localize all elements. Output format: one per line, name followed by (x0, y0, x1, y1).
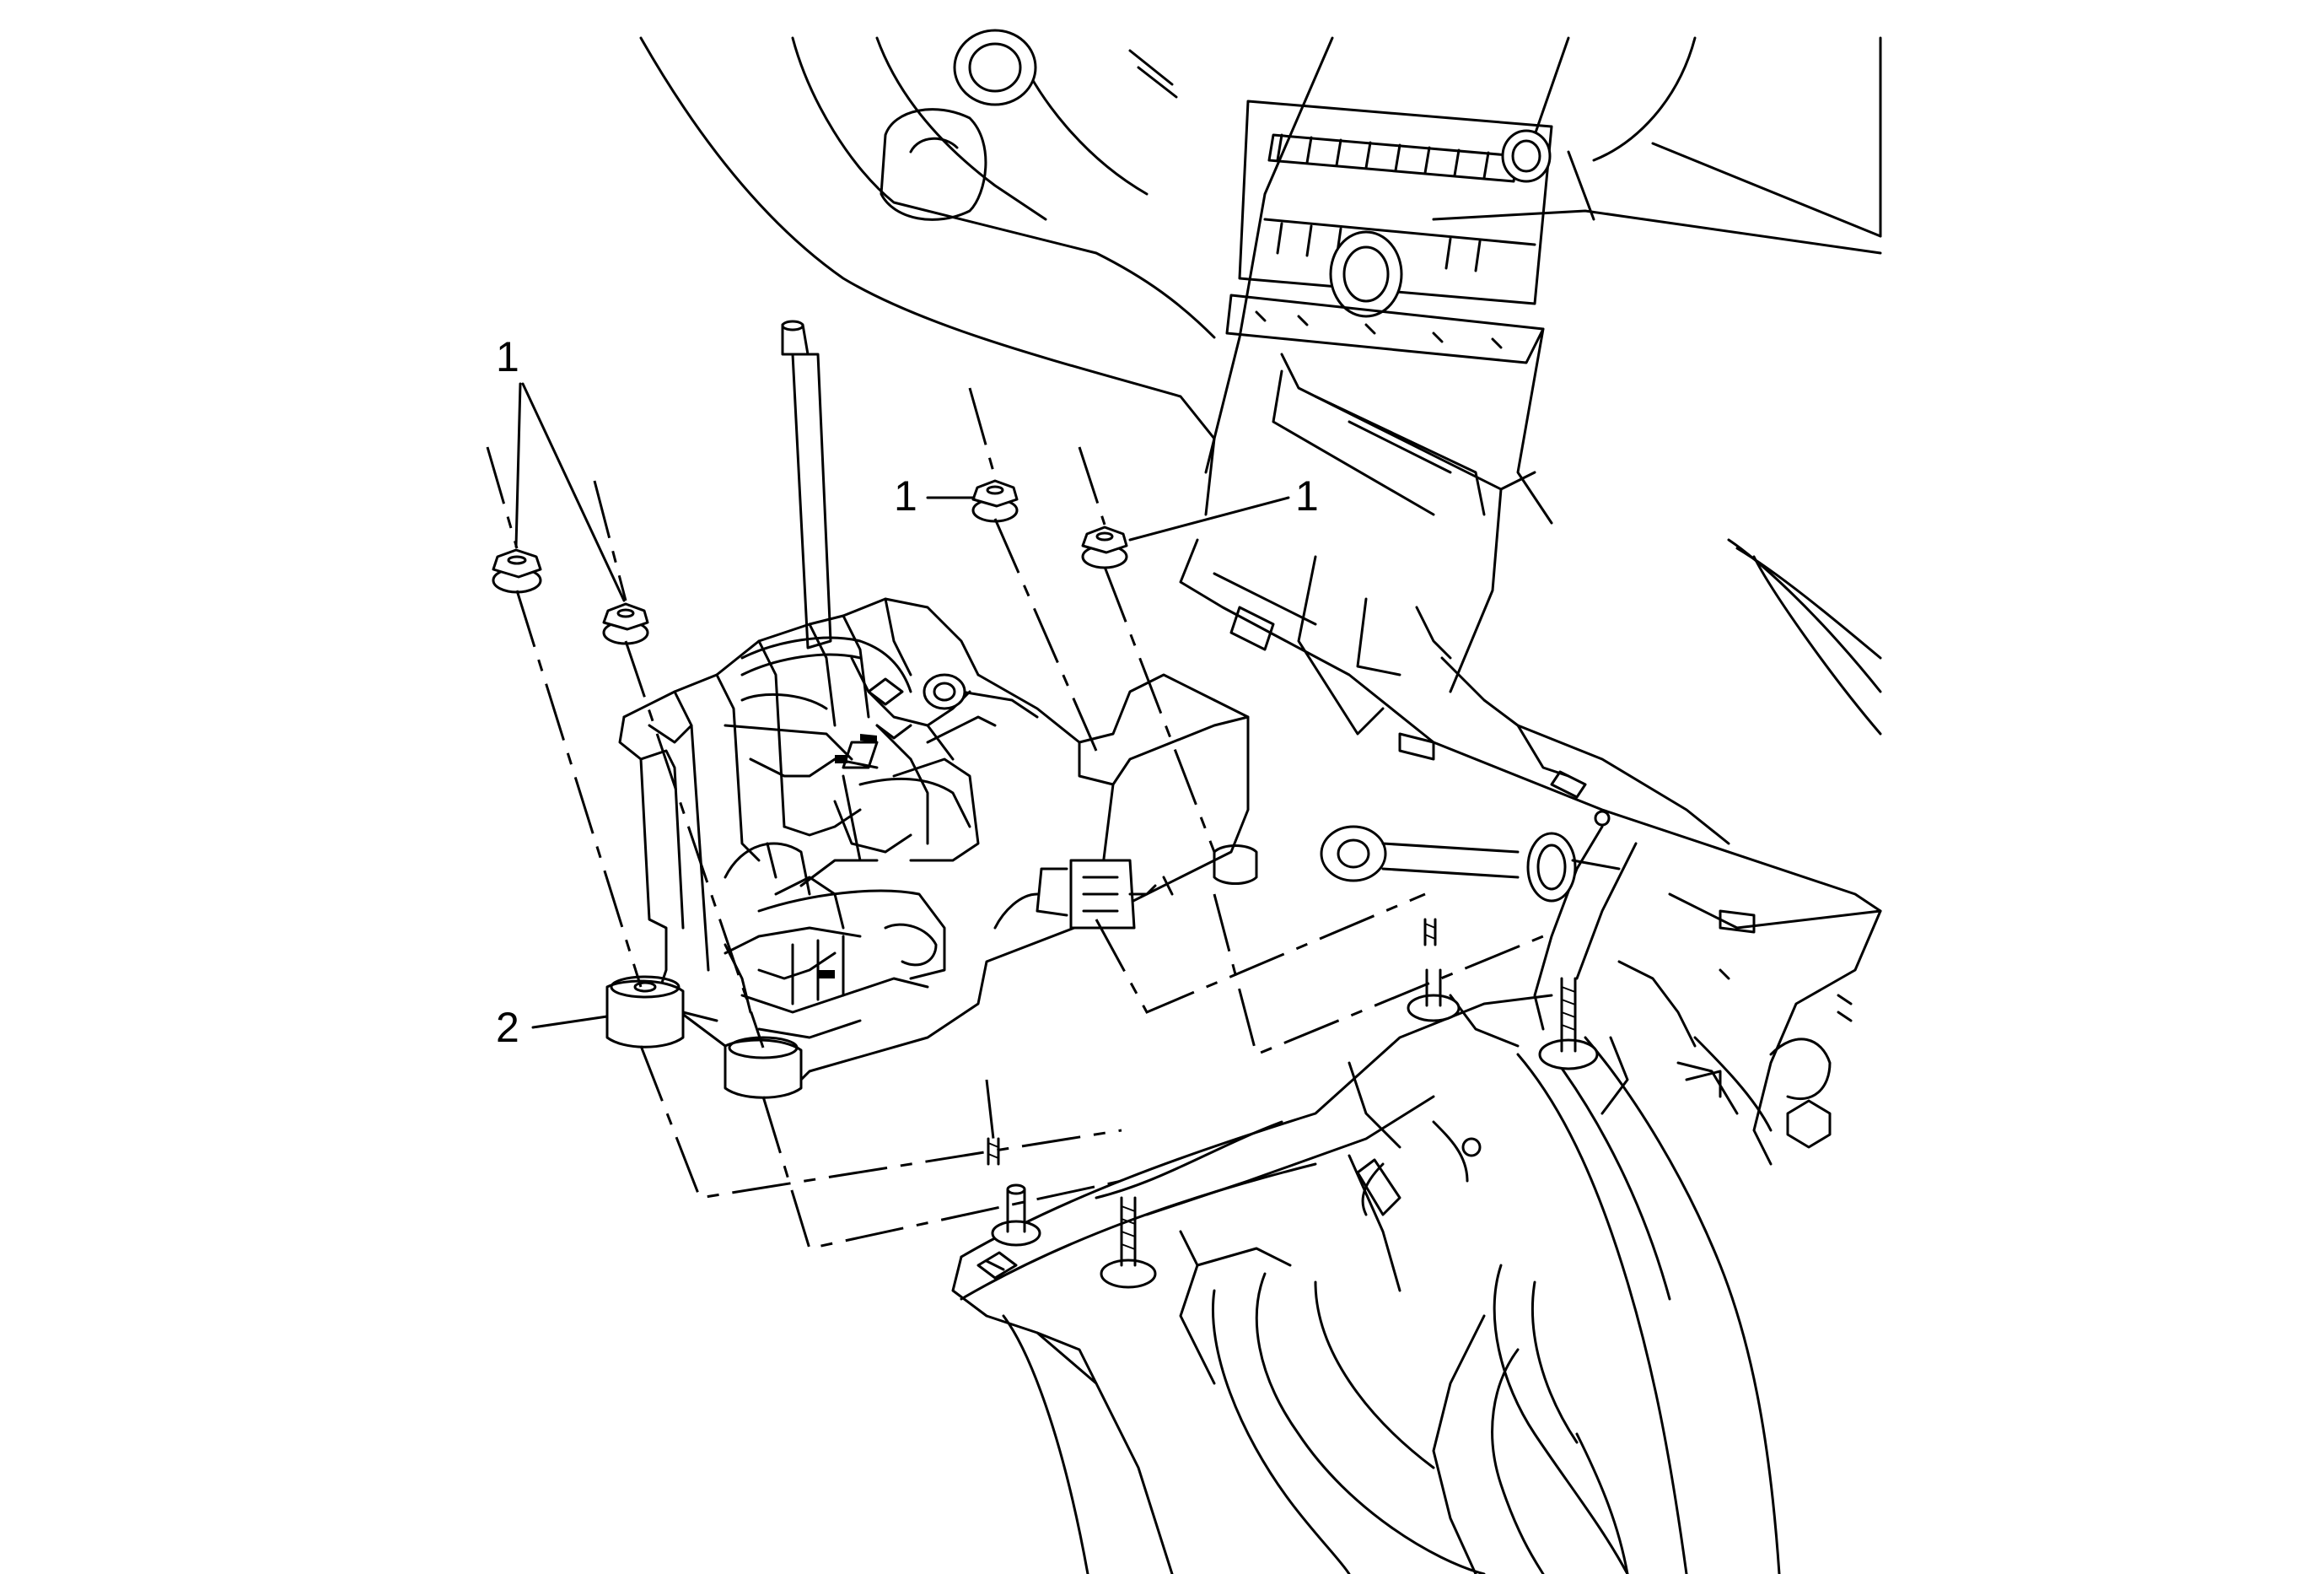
callout-label: 1 (496, 333, 519, 380)
floor-tunnel-bracket (951, 960, 1781, 1574)
hex-bolt (1786, 1099, 1832, 1149)
stud-boss (1100, 1259, 1157, 1289)
stud-boss (1538, 1038, 1599, 1070)
shifter-assembly (605, 320, 1258, 1099)
base-flange-left (605, 979, 685, 1048)
cable-bulkhead-grommet (1526, 832, 1577, 903)
alignment-lines (486, 387, 1544, 1250)
tune-knob (1501, 129, 1552, 183)
nut-left-inner (602, 602, 649, 645)
shift-lever-shaft (781, 323, 832, 650)
cable-end-grommet (1320, 825, 1387, 882)
shift-cable (1320, 825, 1621, 903)
callout-label: 1 (1295, 472, 1319, 520)
volume-knob (1329, 230, 1403, 318)
base-flange-front (724, 1038, 803, 1099)
radio-faceplate (1225, 100, 1553, 364)
pivot-boss (923, 673, 966, 710)
callout-label: 2 (496, 1004, 519, 1051)
floor-studs (987, 918, 1599, 1289)
mounting-nuts (492, 479, 1128, 645)
vent-knob (953, 29, 1037, 106)
console-side-panel (1179, 538, 1882, 1166)
stud-boss (1407, 994, 1461, 1022)
callout-label: 1 (894, 472, 917, 520)
nut-left-outer (492, 548, 542, 594)
instrument-panel (639, 29, 1882, 693)
nut-right (1081, 526, 1128, 569)
callouts: 1 1 1 2 (496, 333, 1319, 1051)
stud-boss (991, 1220, 1041, 1247)
nut-center (971, 479, 1019, 523)
